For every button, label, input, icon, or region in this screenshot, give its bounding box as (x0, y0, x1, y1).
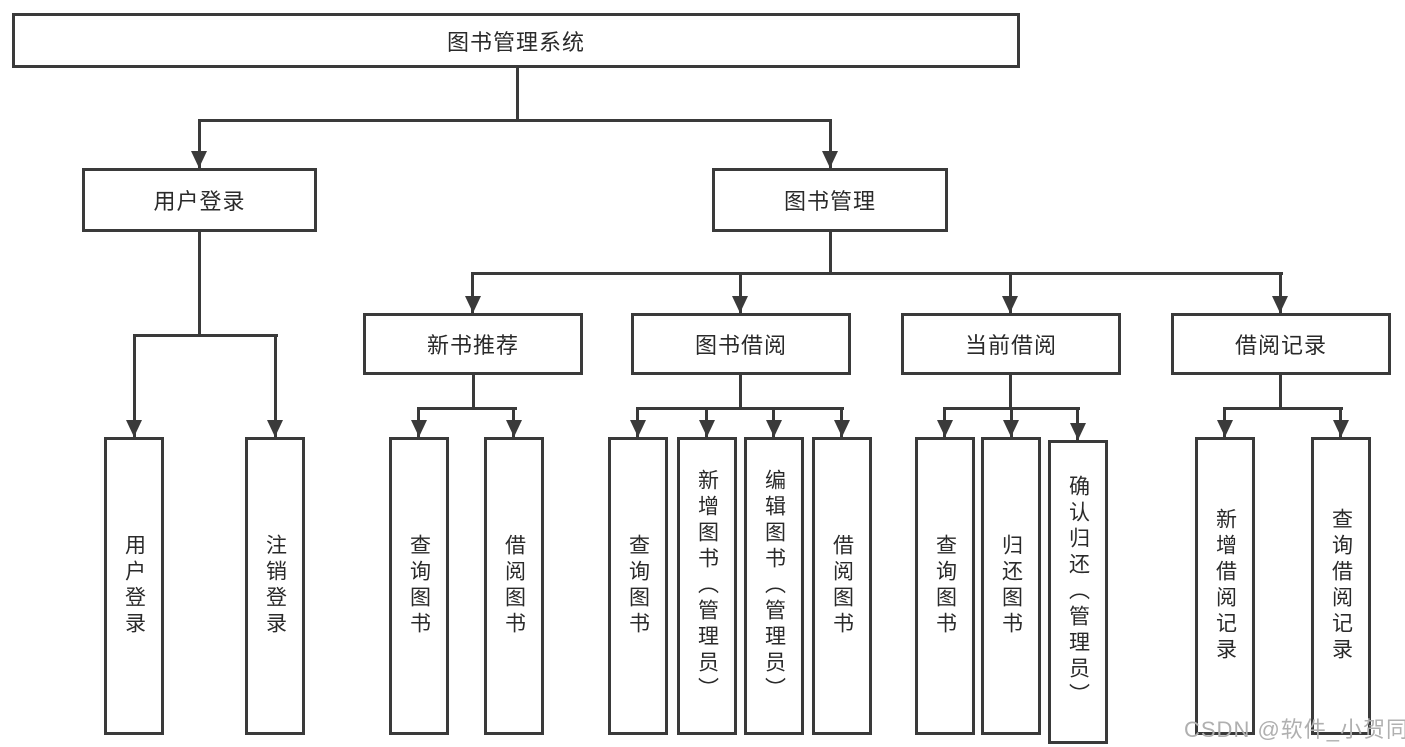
node-bb-query-books: 查询图书 (608, 437, 668, 735)
node-cb-return-books: 归还图书 (981, 437, 1041, 735)
arrow-down-icon (699, 420, 715, 437)
node-current-borrowing: 当前借阅 (901, 313, 1121, 375)
node-bb-edit-books-admin-label: 编辑图书（管理员） (762, 469, 786, 703)
arrow-down-icon (732, 296, 748, 313)
node-book-borrowing-label: 图书借阅 (694, 333, 787, 358)
connector-line (1279, 373, 1282, 410)
node-user-login: 用户登录 (82, 168, 317, 232)
node-book-borrowing: 图书借阅 (631, 313, 851, 375)
connector-line (198, 119, 201, 168)
arrow-down-icon (1272, 296, 1288, 313)
connector-line (1223, 407, 1343, 410)
node-root: 图书管理系统 (12, 13, 1020, 68)
node-br-query-record-label: 查询借阅记录 (1329, 508, 1353, 664)
connector-line (739, 272, 742, 313)
arrow-down-icon (267, 420, 283, 437)
node-bb-borrow-books: 借阅图书 (812, 437, 872, 735)
node-new-book-recommend: 新书推荐 (363, 313, 583, 375)
node-nb-query-books: 查询图书 (389, 437, 449, 735)
connector-line (516, 66, 519, 122)
arrow-down-icon (465, 296, 481, 313)
node-cb-query-books: 查询图书 (915, 437, 975, 735)
connector-line (829, 230, 832, 275)
connector-line (829, 119, 832, 168)
arrow-down-icon (937, 420, 953, 437)
connector-line (274, 334, 277, 437)
connector-line (1009, 272, 1012, 313)
connector-line (1279, 272, 1282, 313)
connector-line (471, 272, 1283, 275)
node-nb-borrow-books-label: 借阅图书 (502, 534, 526, 638)
node-nb-query-books-label: 查询图书 (407, 534, 431, 638)
node-bb-query-books-label: 查询图书 (626, 534, 650, 638)
node-br-add-record: 新增借阅记录 (1195, 437, 1255, 735)
node-user-login-label: 用户登录 (153, 189, 246, 214)
node-nb-borrow-books: 借阅图书 (484, 437, 544, 735)
arrow-down-icon (1002, 296, 1018, 313)
arrow-down-icon (1003, 420, 1019, 437)
connector-line (636, 407, 844, 410)
arrow-down-icon (191, 151, 207, 168)
arrow-down-icon (766, 420, 782, 437)
arrow-down-icon (1217, 420, 1233, 437)
node-bb-add-books-admin-label: 新增图书（管理员） (695, 469, 719, 703)
csdn-watermark: CSDN @软件_小贺同学 (1184, 717, 1405, 742)
node-bb-add-books-admin: 新增图书（管理员） (677, 437, 737, 735)
arrow-down-icon (1070, 423, 1086, 440)
connector-line (198, 230, 201, 337)
node-cb-return-books-label: 归还图书 (999, 534, 1023, 638)
connector-line (739, 373, 742, 410)
connector-line (1009, 373, 1012, 410)
node-bb-edit-books-admin: 编辑图书（管理员） (744, 437, 804, 735)
arrow-down-icon (1333, 420, 1349, 437)
node-cb-confirm-return-admin: 确认归还（管理员） (1048, 440, 1108, 744)
node-br-add-record-label: 新增借阅记录 (1213, 508, 1237, 664)
node-user-login-action: 用户登录 (104, 437, 164, 735)
node-br-query-record: 查询借阅记录 (1311, 437, 1371, 735)
arrow-down-icon (630, 420, 646, 437)
node-bb-borrow-books-label: 借阅图书 (830, 534, 854, 638)
node-book-management-label: 图书管理 (783, 189, 876, 214)
node-new-book-recommend-label: 新书推荐 (426, 333, 519, 358)
node-root-label: 图书管理系统 (446, 29, 585, 55)
node-cb-confirm-return-admin-label: 确认归还（管理员） (1066, 475, 1090, 709)
connector-line (472, 373, 475, 410)
arrow-down-icon (506, 420, 522, 437)
connector-line (198, 119, 832, 122)
node-logout-label: 注销登录 (263, 534, 287, 638)
arrow-down-icon (834, 420, 850, 437)
node-user-login-action-label: 用户登录 (122, 534, 146, 638)
arrow-down-icon (822, 151, 838, 168)
arrow-down-icon (411, 420, 427, 437)
connector-line (417, 407, 517, 410)
node-book-management: 图书管理 (712, 168, 948, 232)
connector-line (133, 334, 136, 437)
node-current-borrowing-label: 当前借阅 (964, 333, 1057, 358)
node-cb-query-books-label: 查询图书 (933, 534, 957, 638)
node-borrowing-records-label: 借阅记录 (1234, 333, 1327, 358)
arrow-down-icon (126, 420, 142, 437)
connector-line (133, 334, 278, 337)
node-logout: 注销登录 (245, 437, 305, 735)
connector-line (471, 272, 474, 313)
node-borrowing-records: 借阅记录 (1171, 313, 1391, 375)
